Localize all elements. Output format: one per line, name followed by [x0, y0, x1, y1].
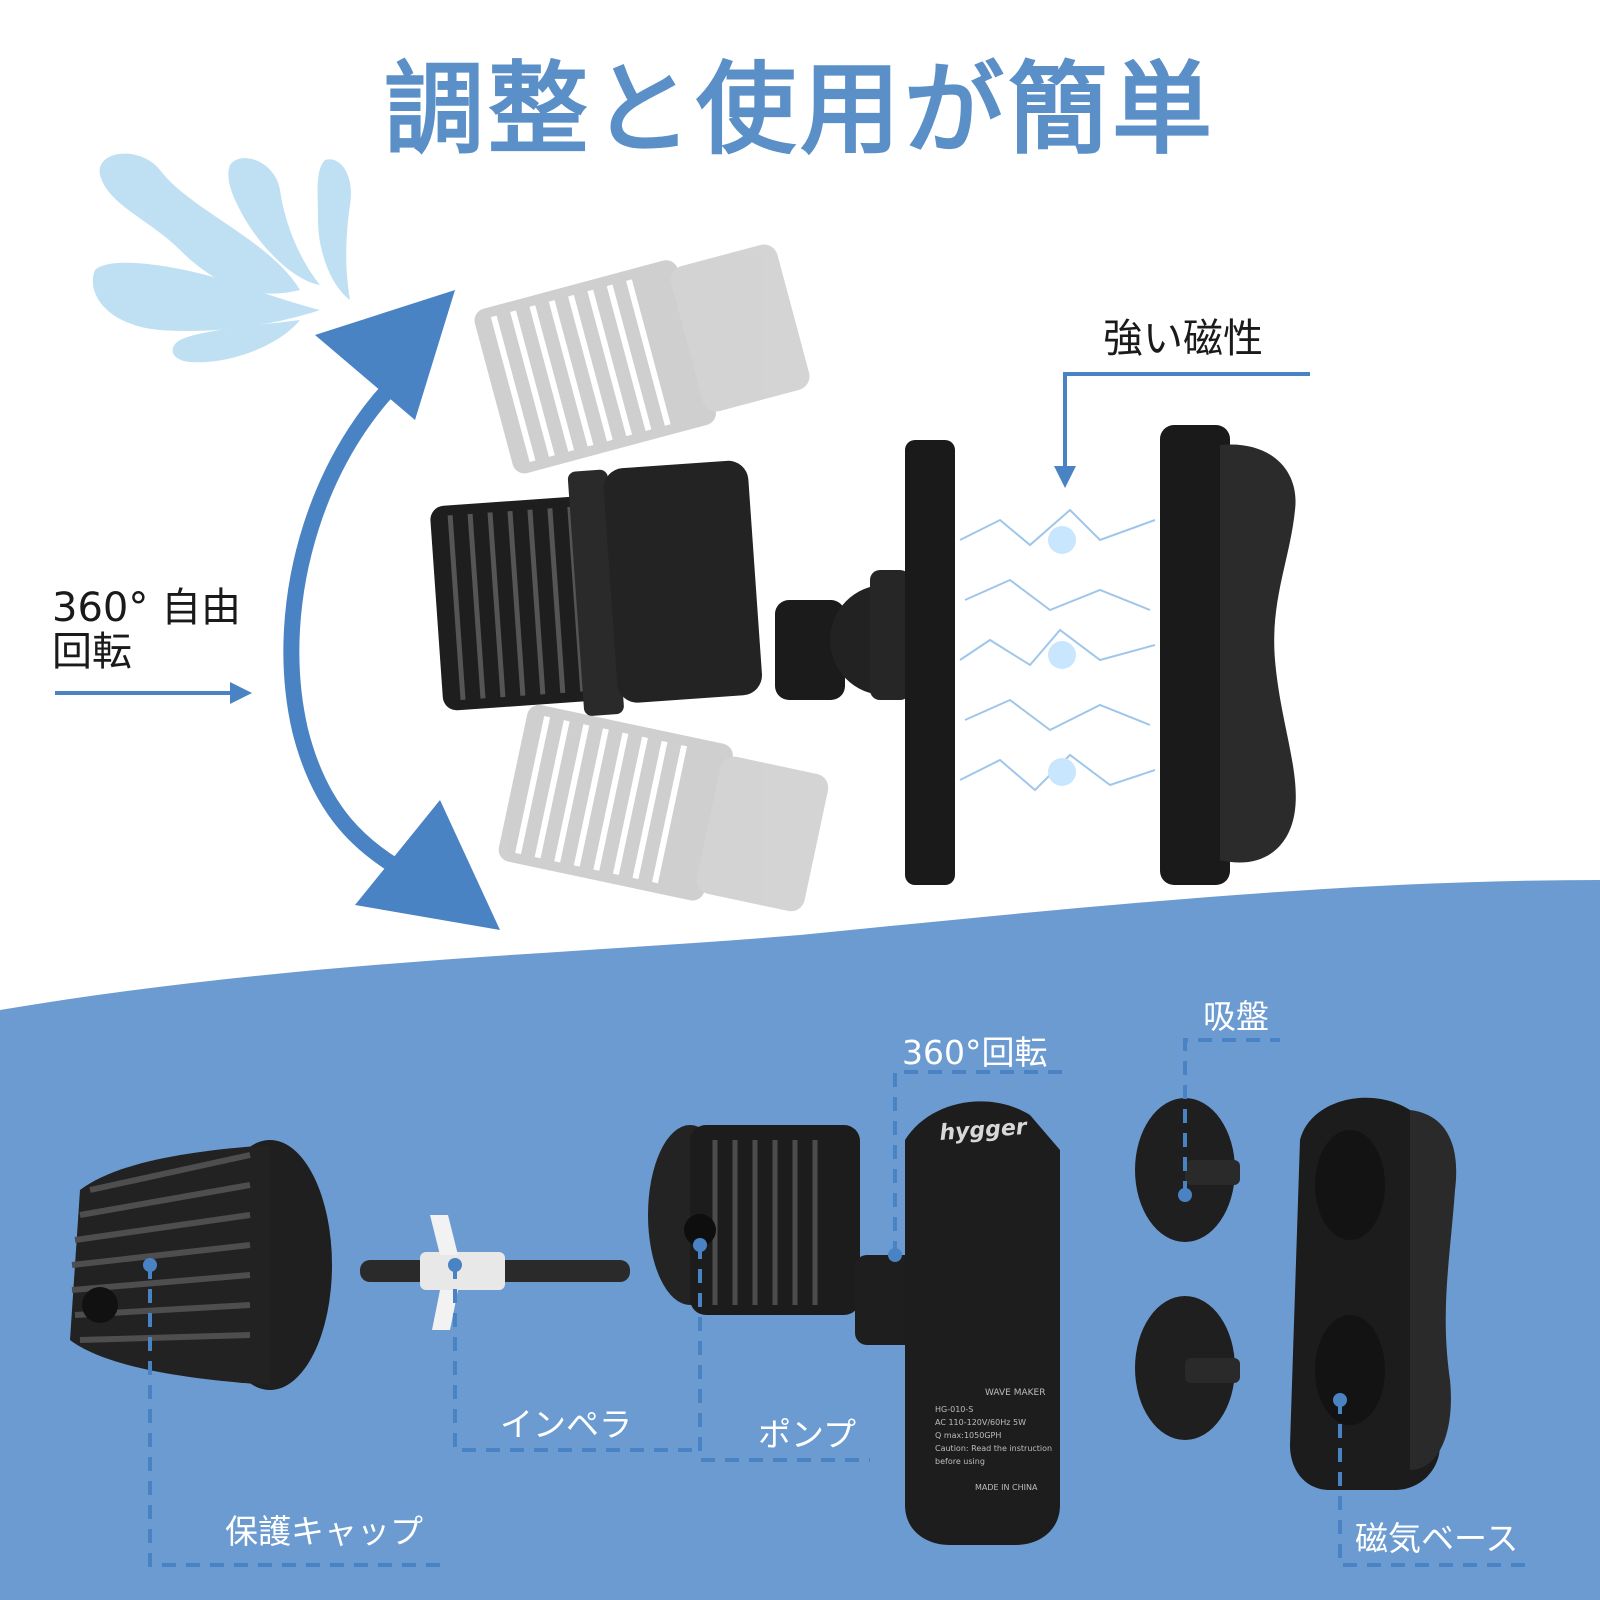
part-label-magnet-base: 磁気ベース — [1355, 1519, 1519, 1558]
magnet-base — [1290, 1097, 1457, 1490]
rotation-arrow-icon — [283, 290, 500, 930]
callout-rotation — [893, 1070, 1065, 1255]
callout-lines — [148, 1038, 1525, 1567]
svg-text:HG-010-S: HG-010-S — [935, 1405, 973, 1414]
water-splash-icon — [92, 153, 351, 363]
ghost-pump-bottom — [498, 704, 829, 912]
part-label-pump: ポンプ — [758, 1415, 857, 1454]
callout-magnet-base — [1338, 1400, 1525, 1567]
arrow-down-icon — [1054, 372, 1310, 488]
part-label-impeller: インペラ — [500, 1405, 632, 1444]
rotation-label: 360° 自由 回転 — [52, 586, 241, 674]
svg-text:before using: before using — [935, 1457, 985, 1466]
glow-dots — [1048, 526, 1076, 786]
device-model-title: WAVE MAKER — [985, 1388, 1045, 1398]
ghost-pump-top — [474, 244, 810, 474]
svg-text:Q max:1050GPH: Q max:1050GPH — [935, 1431, 1001, 1440]
rotation-label-line1: 360° 自由 — [52, 585, 242, 631]
device-plate: hygger WAVE MAKER HG-010-S AC 110-120V/6… — [905, 1101, 1060, 1545]
arrow-right-icon — [55, 682, 252, 704]
callout-cap — [148, 1265, 450, 1567]
rotation-label-line2: 回転 — [52, 629, 132, 675]
callout-suction — [1183, 1038, 1280, 1195]
device-origin: MADE IN CHINA — [975, 1483, 1038, 1492]
magnet-label: 強い磁性 — [1103, 316, 1263, 362]
suction-cup-bottom — [1135, 1296, 1240, 1440]
protective-cap — [70, 1140, 332, 1390]
svg-text:Caution: Read the instruction: Caution: Read the instruction — [935, 1444, 1052, 1453]
impeller — [360, 1215, 630, 1330]
inner-magnet-plate — [905, 440, 955, 885]
part-label-cap: 保護キャップ — [225, 1512, 423, 1551]
callout-impeller — [453, 1265, 700, 1452]
outer-magnet — [1160, 425, 1296, 885]
brand-logo: hygger — [939, 1115, 1029, 1146]
page-title: 調整と使用が簡単 — [384, 51, 1216, 168]
svg-text:AC 110-120V/60Hz 5W: AC 110-120V/60Hz 5W — [935, 1418, 1026, 1427]
pump-main — [430, 460, 762, 716]
part-label-suction: 吸盤 — [1203, 997, 1269, 1036]
device-spec-lines: HG-010-S AC 110-120V/60Hz 5W Q max:1050G… — [935, 1405, 1052, 1466]
part-label-rotation: 360°回転 — [902, 1033, 1048, 1072]
callout-dots — [143, 1188, 1347, 1407]
